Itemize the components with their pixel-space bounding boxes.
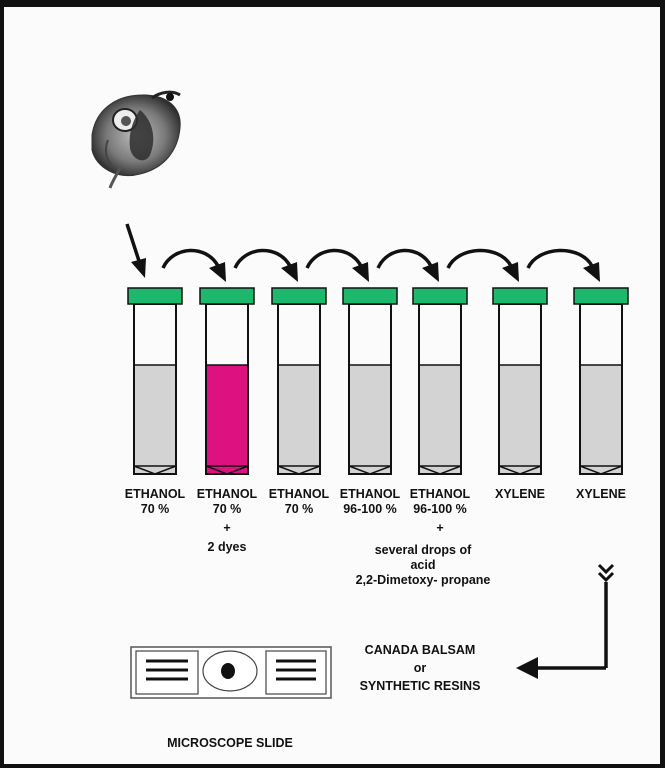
tube-3-label-line2: 70 % [284,502,314,516]
mounting-arrow [516,563,615,679]
microscope-slide-label: MICROSCOPE SLIDE [167,736,293,750]
transfer-arrow-4 [376,248,439,282]
tube-5-label-line1: ETHANOL [409,487,471,501]
entry-arrow [125,223,146,278]
acid-note-line1: several drops of [374,543,472,557]
tube-liquid [206,365,248,474]
slide-label-area-right [265,650,327,695]
transfer-arrow-6 [526,248,600,282]
microscope-slide [130,646,332,699]
tube-cap [199,287,255,305]
test-tube-5 [412,287,468,475]
tube-cap [492,287,548,305]
test-tube-4 [342,287,398,475]
tube-5-label-line3: + [436,521,444,535]
tube-liquid [278,365,320,474]
transfer-arrow-5 [446,248,519,282]
tube-7-label-line1: XYLENE [575,487,626,501]
mounting-medium-line1: CANADA BALSAM [364,643,476,657]
tube-liquid [349,365,391,474]
tube-1-label-line1: ETHANOL [124,487,186,501]
tube-liquid [580,365,622,474]
tube-4-label-line2: 96-100 % [343,502,397,516]
mounting-medium-line3: SYNTHETIC RESINS [359,679,481,693]
tube-cap [127,287,183,305]
tube-cap [412,287,468,305]
mounting-medium-line2: or [413,661,427,675]
slide-label-area-left [135,650,199,695]
tube-cap [573,287,629,305]
acid-note-line3: 2,2-Dimetoxy- propane [355,573,491,587]
tube-2-label-line1: ETHANOL [196,487,258,501]
test-tube-7 [573,287,629,475]
daphnia-specimen-image [91,90,181,189]
acid-note-line2: acid [410,558,436,572]
tube-5-label-line2: 96-100 % [413,502,467,516]
mounted-specimen [221,663,235,679]
tube-cap [342,287,398,305]
tube-1-label-line2: 70 % [140,502,170,516]
tube-6-label-line1: XYLENE [494,487,545,501]
tube-liquid [419,365,461,474]
test-tube-1 [127,287,183,475]
tube-2-label-line2: 70 % [212,502,242,516]
tube-2-label-line4: 2 dyes [207,540,247,554]
transfer-arrow-1 [161,248,226,282]
test-tube-3 [271,287,327,475]
transfer-arrow-2 [233,248,298,282]
transfer-arrows [161,248,600,282]
test-tube-6 [492,287,548,475]
tube-rack [127,287,629,475]
tube-cap [271,287,327,305]
tube-liquid [499,365,541,474]
transfer-arrow-3 [305,248,369,282]
tube-2-label-line3: + [223,521,231,535]
test-tube-2 [199,287,255,475]
tube-3-label-line1: ETHANOL [268,487,330,501]
tube-liquid [134,365,176,474]
tube-4-label-line1: ETHANOL [339,487,401,501]
